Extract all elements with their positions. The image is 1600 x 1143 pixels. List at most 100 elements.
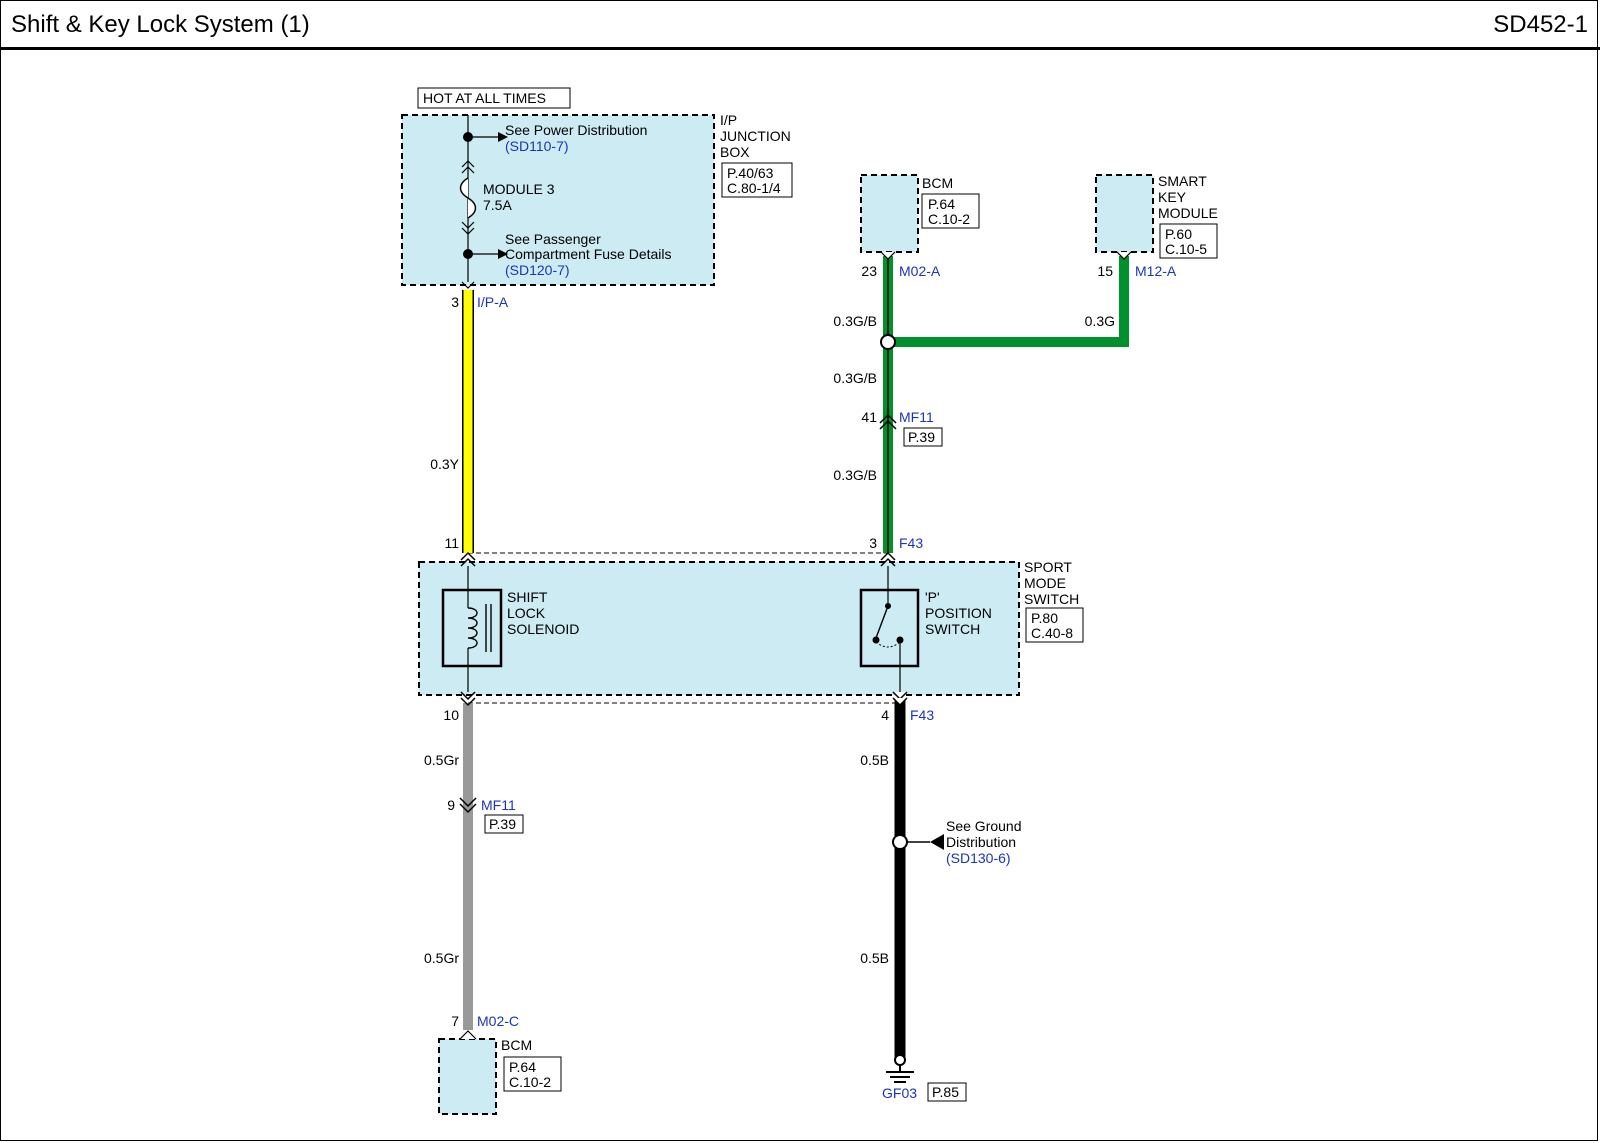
chevron-up-icon xyxy=(880,551,896,561)
pin-number: 41 xyxy=(861,409,877,425)
bcm-bottom-box xyxy=(438,1038,497,1115)
jb-name: BOX xyxy=(720,144,750,160)
sport-switch-name: MODE xyxy=(1024,575,1066,591)
chevron-down-icon xyxy=(460,697,476,707)
chevron-up-icon xyxy=(460,551,476,561)
passenger-label: Compartment Fuse Details xyxy=(505,246,672,262)
connector-id: M02-A xyxy=(899,263,941,279)
ground-id: GF03 xyxy=(882,1085,917,1101)
passenger-label: See Passenger xyxy=(505,231,601,247)
jb-name: JUNCTION xyxy=(720,128,791,144)
chevron-down-icon xyxy=(461,227,475,235)
junction-box xyxy=(401,114,715,286)
p-switch-label: POSITION xyxy=(925,605,992,621)
jb-ref: C.80-1/4 xyxy=(727,180,781,196)
connector-id: MF11 xyxy=(481,797,516,813)
pin-number: 11 xyxy=(444,535,459,551)
pin-number: 9 xyxy=(447,797,455,813)
wire-green-smart xyxy=(888,256,1129,347)
chevron-up-icon xyxy=(459,1030,477,1040)
smart-key-box xyxy=(1095,174,1154,253)
chevron-up-icon xyxy=(461,160,475,168)
connector-ref: P.39 xyxy=(908,429,935,445)
smart-key-ref: P.60 xyxy=(1165,226,1192,242)
ground-dist-label: Distribution xyxy=(946,834,1016,850)
chevron-up-icon xyxy=(880,557,896,567)
wire-label: 0.5Gr xyxy=(424,752,459,768)
chevron-down-icon xyxy=(892,697,908,707)
chevron-down-icon xyxy=(1116,251,1132,260)
smart-key-name: SMART xyxy=(1158,173,1207,189)
connector-id: F43 xyxy=(910,707,934,723)
bcm-top-name: BCM xyxy=(922,175,953,191)
splice-node xyxy=(880,334,896,350)
chevron-down-icon xyxy=(461,221,475,229)
connector-id: M02-C xyxy=(477,1013,519,1029)
jb-name: I/P xyxy=(720,112,737,128)
smart-key-name: MODULE xyxy=(1158,205,1218,221)
connector-id: F43 xyxy=(899,535,923,551)
wire-label: 0.3G/B xyxy=(833,467,877,483)
coil-icon xyxy=(467,607,478,649)
switch-contact xyxy=(872,636,880,644)
bcm-top-ref: C.10-2 xyxy=(928,211,970,227)
arrow-right-icon xyxy=(498,249,508,259)
fuse-rating: 7.5A xyxy=(483,197,512,213)
power-dist-link[interactable]: (SD110-7) xyxy=(505,138,569,154)
power-label-frame xyxy=(417,87,571,109)
pin-number: 10 xyxy=(443,707,459,723)
wire-label: 0.3Y xyxy=(430,456,459,472)
pin-number: 7 xyxy=(451,1013,459,1029)
bcm-bottom-name: BCM xyxy=(501,1037,532,1053)
sport-switch-ref: P.80 xyxy=(1031,610,1058,626)
connector-id: MF11 xyxy=(899,409,934,425)
diagram-code: SD452-1 xyxy=(1493,11,1588,38)
chevron-down-icon xyxy=(460,691,476,701)
wire-label: 0.5Gr xyxy=(424,950,459,966)
sport-switch-ref: C.40-8 xyxy=(1031,625,1073,641)
wire-label: 0.3G/B xyxy=(833,370,877,386)
switch-arm xyxy=(875,605,889,639)
ref-frame xyxy=(484,814,524,834)
sport-switch-name: SWITCH xyxy=(1024,591,1079,607)
chevron-down-icon xyxy=(459,803,477,814)
ref-frame xyxy=(1025,607,1084,643)
connector-id: M12-A xyxy=(1135,263,1177,279)
arrow-right-icon xyxy=(498,132,508,142)
pin-number: 3 xyxy=(451,294,459,310)
bcm-top-ref: P.64 xyxy=(928,196,955,212)
chevron-up-icon xyxy=(879,413,897,424)
sport-switch-name: SPORT xyxy=(1024,559,1072,575)
bcm-bottom-ref: P.64 xyxy=(509,1059,536,1075)
smart-key-ref: C.10-5 xyxy=(1165,241,1207,257)
page-title: Shift & Key Lock System (1) xyxy=(11,11,310,38)
chevron-down-icon xyxy=(892,691,908,701)
ground-dist-link[interactable]: (SD130-6) xyxy=(946,850,1011,866)
chevron-up-icon xyxy=(461,166,475,174)
ref-frame xyxy=(1159,223,1218,259)
bcm-bottom-ref: C.10-2 xyxy=(509,1074,551,1090)
fuse-name: MODULE 3 xyxy=(483,181,555,197)
ref-frame xyxy=(503,1056,562,1092)
power-label: HOT AT ALL TIMES xyxy=(423,90,546,106)
smart-key-name: KEY xyxy=(1158,189,1187,205)
pin-number: 4 xyxy=(881,707,889,723)
chevron-up-icon xyxy=(460,557,476,567)
ref-frame xyxy=(721,162,793,198)
ground-ref: P.85 xyxy=(932,1084,959,1100)
pin-number: 15 xyxy=(1097,263,1113,279)
connector-ref: P.39 xyxy=(489,816,516,832)
ref-frame xyxy=(921,193,980,229)
arrow-left-icon xyxy=(930,834,944,850)
bcm-top-box xyxy=(860,174,919,253)
wire-label: 0.3G/B xyxy=(833,313,877,329)
p-switch-label: 'P' xyxy=(925,589,940,605)
p-switch-label: SWITCH xyxy=(925,621,980,637)
solenoid-label: SHIFT xyxy=(507,589,548,605)
ref-frame xyxy=(927,1082,967,1102)
passenger-link[interactable]: (SD120-7) xyxy=(505,262,570,278)
wire-label: 0.5B xyxy=(860,752,889,768)
ground-dist-label: See Ground xyxy=(946,818,1022,834)
